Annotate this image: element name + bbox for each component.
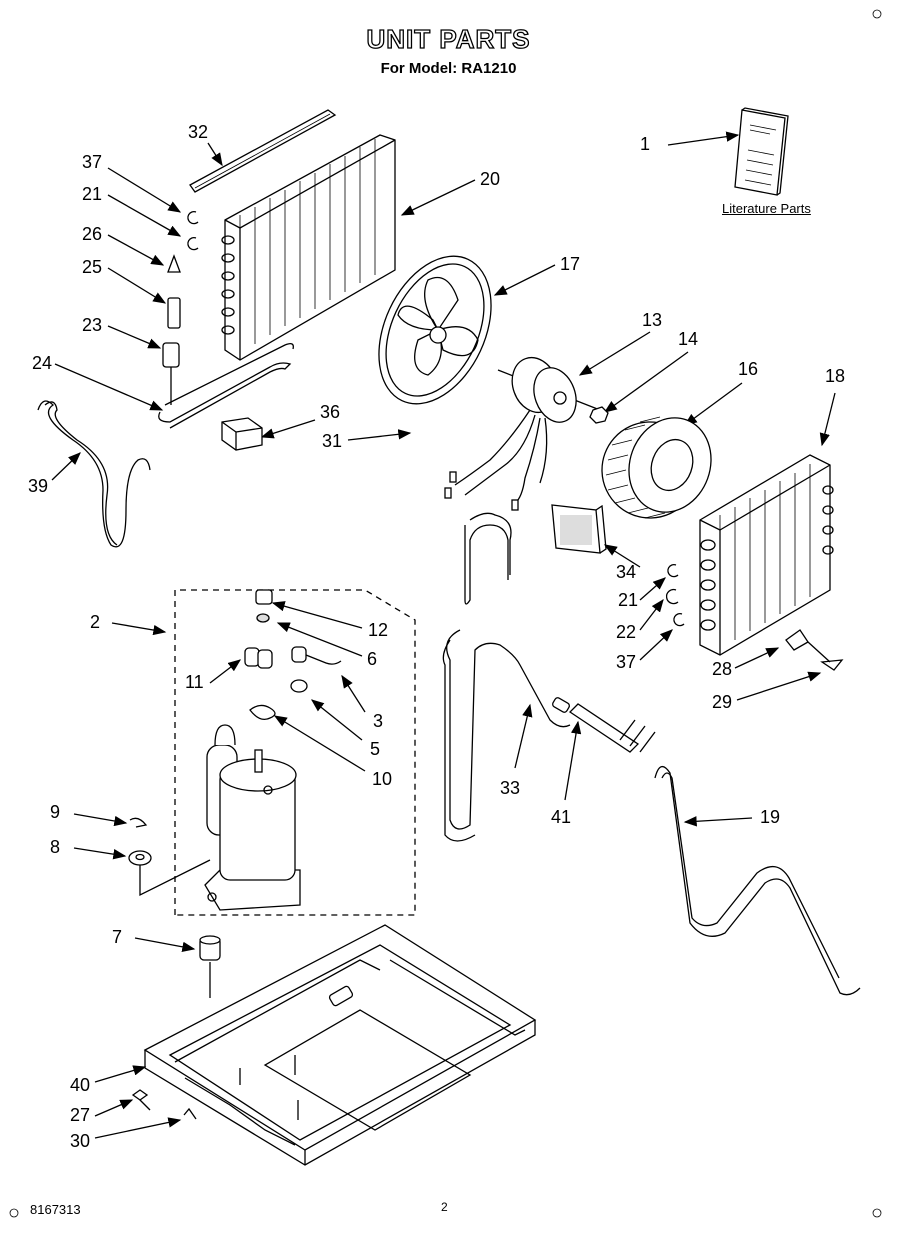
callout-17: 17	[560, 254, 580, 274]
callout-12: 12	[368, 620, 388, 640]
callout-26: 26	[82, 224, 102, 244]
callout-10: 10	[372, 769, 392, 789]
compressor-hardware	[244, 589, 342, 721]
page-number: 2	[441, 1200, 448, 1214]
condenser-fan	[378, 255, 492, 405]
callout-labels: 1 2 3 5 6 7 8 9 10 11 12 13 14 16 17 18 …	[28, 122, 845, 1151]
foam-pad	[551, 504, 607, 554]
compressor	[139, 724, 301, 911]
callout-31: 31	[322, 431, 342, 451]
callout-20: 20	[480, 169, 500, 189]
callout-25: 25	[82, 257, 102, 277]
sensor-bracket	[785, 629, 844, 671]
compressor-kit-outline	[174, 589, 416, 916]
callout-22: 22	[616, 622, 636, 642]
callout-13: 13	[642, 310, 662, 330]
capillary-tube	[158, 343, 294, 429]
blower-wheel	[601, 416, 712, 519]
leader-arrows	[51, 131, 836, 1139]
crop-marks	[9, 9, 882, 1218]
callout-36: 36	[320, 402, 340, 422]
capillary-fittings	[162, 210, 199, 405]
base-pan	[143, 924, 537, 1166]
page-title: UNIT PARTS	[366, 23, 531, 54]
document-number: 8167313	[30, 1202, 81, 1217]
insulation-block	[221, 417, 263, 451]
callout-3: 3	[373, 711, 383, 731]
callout-11: 11	[185, 672, 204, 692]
callout-14: 14	[678, 329, 698, 349]
callout-9: 9	[50, 802, 60, 822]
suction-tube	[442, 512, 571, 842]
base-fasteners	[131, 1089, 197, 1120]
coil-clips	[665, 563, 685, 627]
callout-8: 8	[50, 837, 60, 857]
callout-21-top: 21	[82, 184, 102, 204]
callout-7: 7	[112, 927, 122, 947]
callout-6: 6	[367, 649, 377, 669]
literature-parts-label: Literature Parts	[722, 201, 811, 216]
drain-hose	[37, 400, 151, 548]
evaporator-coil	[699, 454, 834, 656]
callout-19: 19	[760, 807, 780, 827]
callout-2: 2	[90, 612, 100, 632]
callout-37-right: 37	[616, 652, 636, 672]
callout-18: 18	[825, 366, 845, 386]
callout-24: 24	[32, 353, 52, 373]
callout-1: 1	[640, 134, 650, 154]
callout-39: 39	[28, 476, 48, 496]
hex-nut	[589, 406, 609, 424]
callout-5: 5	[370, 739, 380, 759]
callout-29: 29	[712, 692, 732, 712]
callout-40: 40	[70, 1075, 90, 1095]
callout-41: 41	[551, 807, 571, 827]
callout-16: 16	[738, 359, 758, 379]
callout-32: 32	[188, 122, 208, 142]
callout-34: 34	[616, 562, 636, 582]
fan-motor	[444, 356, 601, 511]
gasket-strip	[189, 109, 337, 193]
callout-33: 33	[500, 778, 520, 798]
callout-21-right: 21	[618, 590, 638, 610]
condenser-coil	[221, 134, 396, 361]
callout-28: 28	[712, 659, 732, 679]
literature-booklet	[734, 107, 789, 196]
model-subtitle: For Model: RA1210	[380, 60, 517, 77]
callout-30: 30	[70, 1131, 90, 1151]
callout-37-top: 37	[82, 152, 102, 172]
connecting-tube	[654, 766, 861, 996]
callout-23: 23	[82, 315, 102, 335]
callout-27: 27	[70, 1105, 90, 1125]
discharge-tube	[568, 703, 656, 753]
mount-grommets	[128, 817, 221, 998]
